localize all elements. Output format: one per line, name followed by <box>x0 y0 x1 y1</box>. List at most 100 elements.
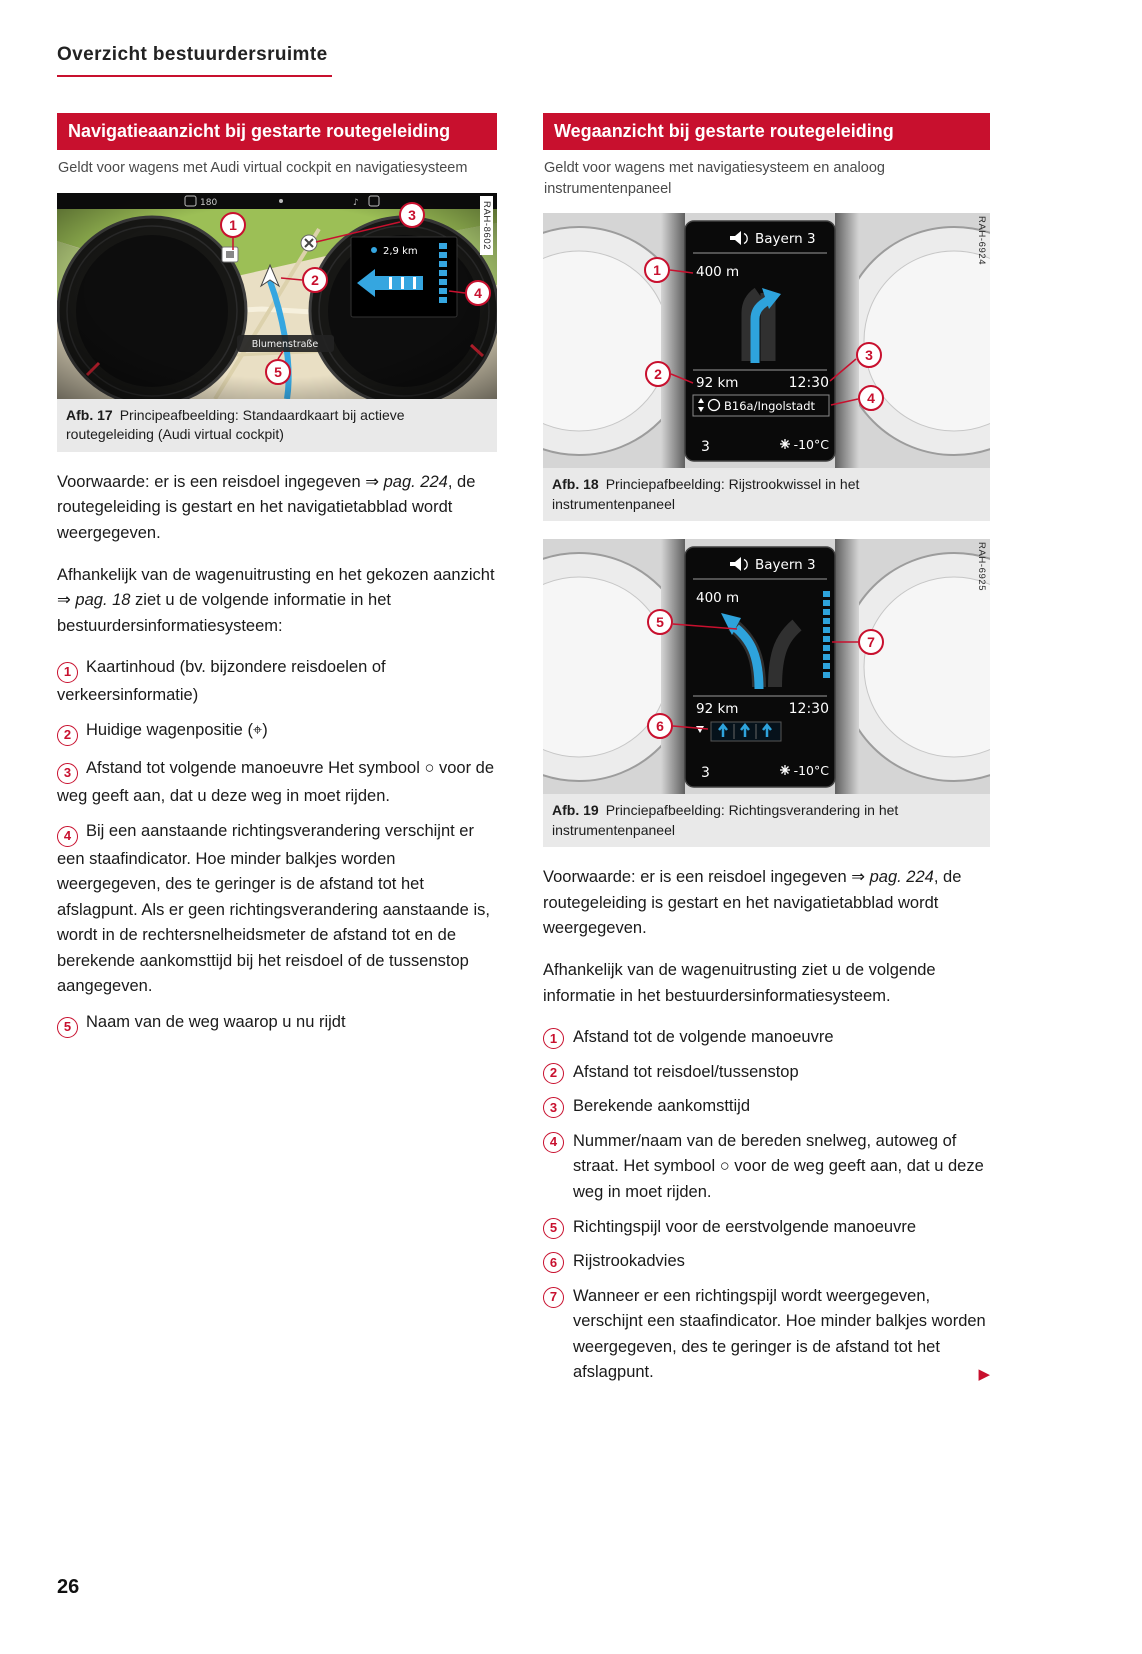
item-number: 2 <box>57 724 78 746</box>
snowflake-icon <box>780 765 790 776</box>
paragraph-intro: Afhankelijk van de wagenuitrusting en he… <box>57 563 497 640</box>
cluster-illustration: Bayern 3 400 m <box>464 539 1069 795</box>
callout-2: 2 <box>302 266 328 293</box>
figure-label: Afb. 17 <box>66 406 113 423</box>
item-text: Berekende aankomsttijd <box>573 1097 751 1116</box>
section-subtitle: Geldt voor wagens met navigatiesysteem e… <box>544 160 885 197</box>
figure-caption-text: Princiepafbeelding: Rijstrookwissel in h… <box>552 475 860 512</box>
traffic-event-icon <box>300 234 318 252</box>
figure-17-virtual-cockpit: 180 ♪ <box>56 192 500 407</box>
bar-indicator <box>823 591 830 679</box>
callout-6: 6 <box>647 713 673 740</box>
driver-info-display: Bayern 3 400 m 92 km 12:30 <box>684 220 836 462</box>
page-reference: ⇒ pag. 18 <box>57 591 131 610</box>
item-text: Rijstrookadvies <box>573 1252 685 1271</box>
item-number: 3 <box>543 1097 564 1119</box>
distance-to-destination: 92 km <box>696 375 738 391</box>
cluster-illustration: 180 ♪ <box>56 192 500 407</box>
street-name: Blumenstraße <box>252 339 319 350</box>
text-run: Afhankelijk van de wagenuitrusting en he… <box>57 565 495 584</box>
text-run: , de routegeleiding is gestart en het na… <box>57 472 476 542</box>
item-number: 4 <box>543 1131 564 1153</box>
gear-indicator: 3 <box>701 439 710 455</box>
text-run: ziet u de volgende informatie in het bes… <box>57 591 391 635</box>
item-number: 6 <box>543 1252 564 1274</box>
vehicle-position-icon <box>259 263 281 288</box>
figure-label: Afb. 18 <box>552 475 599 492</box>
item-number: 7 <box>543 1286 564 1308</box>
list-item: 5 Naam van de weg waarop u nu rijdt <box>57 1010 497 1038</box>
scroll-down-icon <box>698 406 704 412</box>
snowflake-icon <box>780 438 790 449</box>
figure-18-lane-change: Bayern 3 400 m 92 km 12:30 <box>464 212 1069 468</box>
image-reference-code: RAH-6924 <box>976 215 987 266</box>
list-item: 7 Wanneer er een richtingspijl wordt weer… <box>543 1284 990 1386</box>
page-reference: ⇒ pag. 224 <box>365 472 448 491</box>
item-text: Kaartinhoud (bv. bijzondere reisdoelen o… <box>57 658 386 704</box>
road-symbol-icon <box>707 398 721 412</box>
map-mode-icon <box>184 195 197 207</box>
left-column: Navigatieaanzicht bij gestarte routegele… <box>56 113 500 1048</box>
item-number: 5 <box>57 1016 78 1038</box>
callout-3: 3 <box>399 201 425 228</box>
menu-grid-icon <box>368 195 380 207</box>
lane-change-arrow-icon <box>750 295 773 363</box>
media-note-icon: ♪ <box>353 198 359 208</box>
callout-lines <box>669 269 859 406</box>
scroll-up-icon <box>698 397 704 403</box>
distance-to-destination: 92 km <box>696 701 738 717</box>
bar-indicator <box>439 242 447 303</box>
item-text: Richtingspijl voor de eerstvolgende mano… <box>573 1217 917 1236</box>
section-heading-road-view: Wegaanzicht bij gestarte routegeleiding <box>543 113 990 151</box>
list-item: 1 Afstand tot de volgende manoeuvre <box>543 1025 990 1051</box>
figure-caption-text: Princiepafbeelding: Richtingsverandering… <box>552 802 899 838</box>
item-number: 2 <box>543 1062 564 1084</box>
list-item: 6 Rijstrookadvies <box>543 1249 990 1275</box>
item-number: 1 <box>543 1028 564 1050</box>
page-number: 26 <box>57 1576 80 1598</box>
image-reference-code: RAH-8602 <box>479 195 493 255</box>
speaker-icon <box>730 230 741 245</box>
item-text: Bij een aanstaande richtingsverandering … <box>57 822 490 996</box>
page-reference: ⇒ pag. 224 <box>851 868 934 887</box>
item-text: Naam van de weg waarop u nu rijdt <box>86 1013 346 1031</box>
item-text: Afstand tot volgende manoeuvre Het symbo… <box>57 758 495 805</box>
radio-station: Bayern 3 <box>755 231 816 247</box>
section-subtitle: Geldt voor wagens met Audi virtual cockp… <box>58 160 468 177</box>
text-run: , de routegeleiding is gestart en het na… <box>543 868 962 938</box>
arrival-time: 12:30 <box>789 701 829 717</box>
outside-temperature: -10°C <box>794 437 830 452</box>
speed-limit-value: 180 <box>200 198 217 208</box>
speaker-icon <box>730 557 741 572</box>
item-text: Wanneer er een richtingspijl wordt weerg… <box>573 1286 986 1382</box>
gear-indicator: 3 <box>701 765 710 781</box>
figure-caption-text: Principeafbeelding: Standaardkaart bij a… <box>66 406 405 443</box>
radio-station: Bayern 3 <box>755 557 816 573</box>
callout-lines <box>232 220 466 360</box>
item-text: Afstand tot de volgende manoeuvre <box>573 1028 834 1047</box>
status-dot-icon <box>279 198 283 203</box>
list-item: 2 Huidige wagenpositie (⌖) <box>57 718 497 746</box>
page-title: Overzicht bestuurdersruimte <box>57 44 332 77</box>
lane-advice <box>710 721 782 742</box>
paragraph-condition: Voorwaarde: er is een reisdoel ingegeven… <box>543 865 990 942</box>
distance-to-maneuver: 400 m <box>696 264 739 280</box>
paragraph-condition: Voorwaarde: er is een reisdoel ingegeven… <box>57 470 497 547</box>
item-text: Huidige wagenpositie (⌖) <box>86 721 268 740</box>
cluster-illustration: Bayern 3 400 m 92 km 12:30 <box>464 212 1069 468</box>
callout-1: 1 <box>644 256 670 283</box>
item-number: 3 <box>57 762 78 784</box>
item-text: Nummer/naam van de bereden snelweg, auto… <box>573 1131 984 1201</box>
callout-lines <box>672 623 858 730</box>
callout-1: 1 <box>220 211 246 238</box>
status-bar: 180 ♪ <box>57 192 497 209</box>
image-reference-code: RAH-6925 <box>976 542 987 592</box>
arrival-time: 12:30 <box>789 375 829 391</box>
